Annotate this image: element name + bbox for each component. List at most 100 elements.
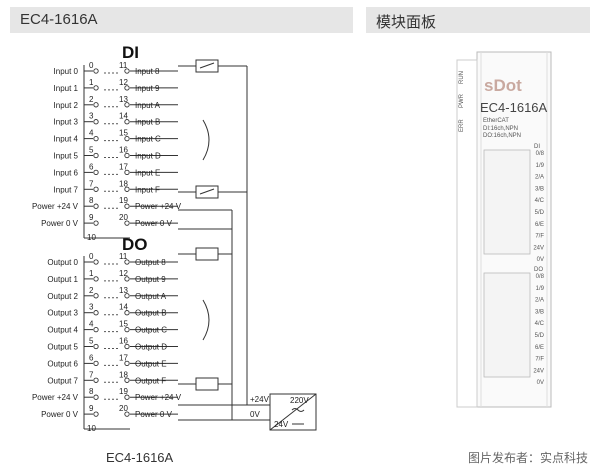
psu-input-label: 220V	[290, 396, 309, 405]
di-right-label: Input B	[135, 118, 160, 127]
do-right-label: Output 8	[135, 258, 166, 267]
module-di-spec: DI:16ch,NPN	[483, 126, 518, 132]
do-left-number: 0	[89, 252, 94, 261]
do-heading: DO	[122, 235, 148, 254]
do-brace	[202, 299, 210, 341]
module-do-channel-label: 24V	[533, 368, 544, 374]
di-left-terminal	[93, 85, 99, 91]
di-left-number: 6	[89, 162, 94, 171]
do-left-terminal	[93, 411, 99, 417]
di-right-terminal	[124, 135, 130, 142]
do-left-label: Power +24 V	[32, 393, 79, 402]
do-left-label: Output 1	[47, 275, 78, 284]
module-do-spec: DO:16ch,NPN	[483, 133, 521, 139]
di-left-number: 4	[89, 129, 94, 138]
do-right-number: 20	[119, 404, 128, 413]
do-right-number: 16	[119, 337, 128, 346]
do-right-terminal	[124, 394, 130, 400]
do-left-number: 6	[89, 353, 94, 362]
module-di-channel-label: 4/C	[535, 198, 545, 204]
di-right-terminal	[124, 102, 130, 108]
di-right-label: Input C	[135, 135, 161, 144]
di-right-terminal	[124, 85, 130, 91]
di-right-number: 18	[119, 179, 128, 188]
di-left-label: Power +24 V	[32, 202, 79, 211]
do-right-label: Output F	[135, 376, 166, 385]
do-external-wiring	[178, 247, 271, 421]
di-right-number: 20	[119, 213, 128, 222]
module-di-channel-label: 0V	[537, 257, 544, 263]
di-right-number: 13	[119, 95, 128, 104]
module-di-led-window	[483, 149, 531, 255]
do-left-label: Output 0	[47, 258, 78, 267]
di-right-label: Input 8	[135, 67, 160, 76]
di-left-terminal	[93, 220, 99, 226]
di-left-number: 9	[89, 213, 94, 222]
do-left-label: Output 7	[47, 376, 78, 385]
di-left-terminal	[93, 186, 99, 192]
do-left-number: 2	[89, 286, 94, 295]
psu-ac-symbol	[291, 408, 305, 412]
di-right-number: 19	[119, 196, 128, 205]
module-do-channel-label: 7/F	[535, 357, 544, 363]
di-end-number: 10	[87, 233, 96, 242]
do-right-terminal	[124, 360, 130, 367]
do-right-terminal	[124, 310, 130, 316]
module-di-channel-label: 24V	[533, 245, 544, 251]
di-left-number: 2	[89, 95, 94, 104]
do-left-number: 3	[89, 303, 94, 312]
di-heading: DI	[122, 43, 139, 62]
di-left-terminal	[93, 152, 99, 159]
di-right-terminal	[124, 203, 130, 209]
di-right-terminal	[124, 152, 130, 159]
module-do-channel-label: 0V	[537, 380, 544, 386]
di-left-terminal	[93, 169, 99, 176]
do-left-terminal	[93, 276, 99, 282]
module-di-channel-label: 2/A	[535, 175, 544, 181]
di-right-terminal	[124, 220, 130, 226]
di-right-label: Input E	[135, 168, 160, 177]
do-right-number: 11	[119, 252, 128, 261]
module-bus: EtherCAT	[483, 118, 509, 124]
module-led-err: ERR	[459, 119, 465, 132]
do-right-label: Output 9	[135, 275, 166, 284]
do-left-label: Power 0 V	[41, 410, 79, 419]
module-brand-logo: sDot	[484, 76, 522, 95]
do-load-bottom	[195, 377, 219, 391]
di-left-label: Input 3	[54, 118, 79, 127]
di-left-label: Input 0	[54, 67, 79, 76]
diagram-caption: EC4-1616A	[106, 450, 174, 465]
supply-pos-label: +24V	[250, 395, 270, 404]
do-right-label: Output C	[135, 326, 167, 335]
do-right-terminal	[124, 377, 130, 383]
do-left-terminal	[93, 310, 99, 316]
di-left-label: Input 2	[54, 101, 79, 110]
di-left-terminal	[93, 119, 99, 125]
di-right-number: 11	[119, 61, 128, 70]
di-right-label: Power 0 V	[135, 219, 173, 228]
do-right-number: 18	[119, 370, 128, 379]
module-do-channel-label: 1/9	[536, 286, 545, 292]
wiring-header: EC4-1616A	[10, 7, 353, 33]
do-right-number: 14	[119, 303, 128, 312]
do-left-number: 8	[89, 387, 94, 396]
do-right-label: Output B	[135, 309, 167, 318]
di-left-label: Input 1	[54, 84, 79, 93]
di-right-terminal	[124, 186, 130, 192]
module-do-label: DO	[534, 267, 543, 273]
di-left-number: 3	[89, 112, 94, 121]
module-di-label: DI	[534, 144, 540, 150]
wiring-header-title: EC4-1616A	[20, 11, 98, 28]
di-right-number: 12	[119, 78, 128, 87]
do-right-number: 12	[119, 269, 128, 278]
do-right-label: Power 0 V	[135, 410, 173, 419]
do-load-top	[195, 247, 219, 261]
do-left-label: Output 3	[47, 309, 78, 318]
do-end-number: 10	[87, 424, 96, 433]
panel-header: 模块面板	[366, 7, 590, 33]
module-do-channel-label: 6/E	[535, 345, 544, 351]
